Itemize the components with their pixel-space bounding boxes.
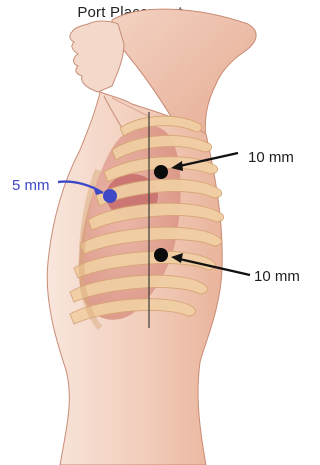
label-5mm: 5 mm: [12, 178, 50, 193]
port-blue-5mm: [103, 189, 117, 203]
port-lower-10mm: [154, 248, 168, 262]
port-upper-10mm: [154, 165, 168, 179]
head-profile: [70, 21, 124, 92]
label-upper-10mm: 10 mm: [248, 150, 294, 165]
label-lower-10mm: 10 mm: [254, 269, 300, 284]
